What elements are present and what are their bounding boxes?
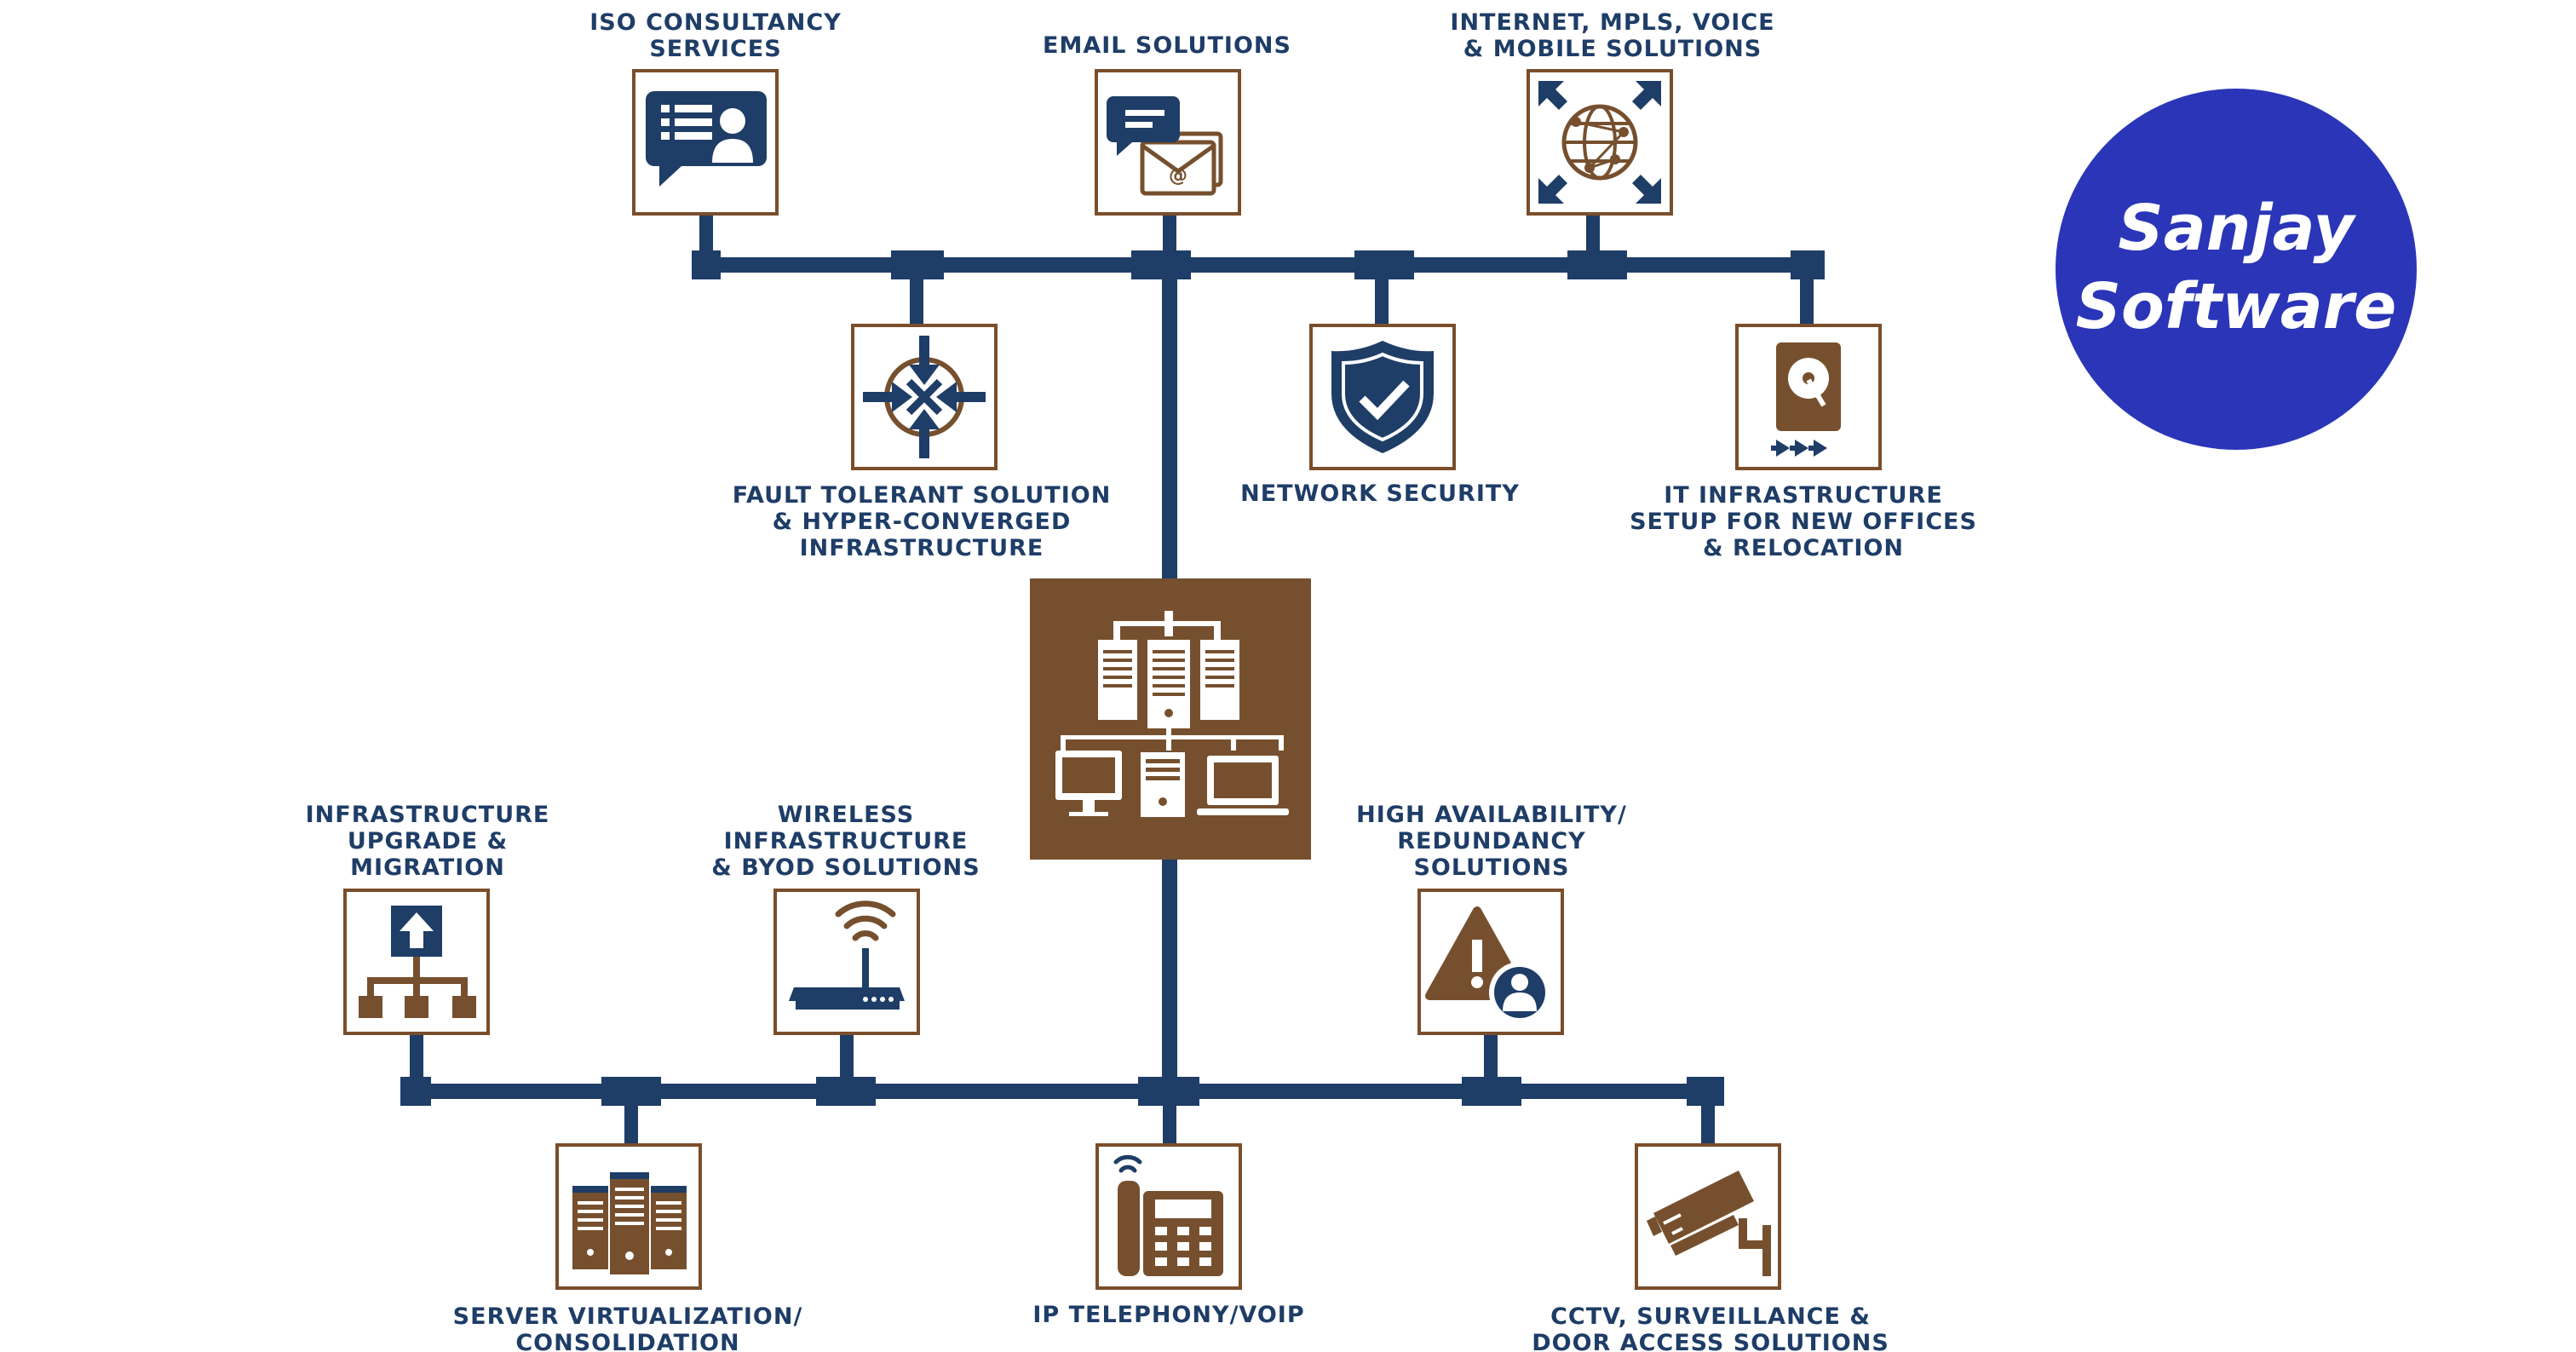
sanjay-software-logo: Sanjay Software [2056,89,2417,450]
fault-tolerant-node [851,324,998,470]
iso-consultancy-node [632,69,779,216]
network-security-label: NETWORK SECURITY [1240,480,1520,507]
it-infrastructure-label: IT INFRASTRUCTURE SETUP FOR NEW OFFICES … [1630,482,1977,561]
high-availability-node [1417,889,1564,1035]
cctv-label: CCTV, SURVEILLANCE & DOOR ACCESS SOLUTIO… [1532,1303,1889,1352]
warning-user-icon [1425,906,1550,1023]
server-virtualization-node [555,1143,702,1290]
ip-phone-icon [1113,1154,1223,1276]
shield-check-icon [1331,341,1434,453]
high-availability-label: HIGH AVAILABILITY/ REDUNDANCY SOLUTIONS [1356,802,1627,881]
ip-telephony-label: IP TELEPHONY/VOIP [1032,1302,1305,1328]
internet-mpls-label: INTERNET, MPLS, VOICE & MOBILE SOLUTIONS [1450,9,1775,62]
cctv-camera-icon [1647,1171,1771,1276]
email-chat-icon: @ [1107,96,1223,196]
id-card-chat-icon [646,91,767,187]
central-network-hub [1030,578,1311,860]
router-arrows-icon [863,336,986,458]
ip-telephony-node [1095,1143,1242,1290]
email-solutions-node: @ [1095,69,1241,216]
wireless-node [773,889,920,1035]
logo-text: Sanjay Software [2075,192,2397,343]
email-solutions-label: EMAIL SOLUTIONS [1043,32,1291,59]
infrastructure-upgrade-node [343,889,490,1035]
server-rack-icon [572,1172,687,1274]
iso-consultancy-label: ISO CONSULTANCY SERVICES [589,9,842,62]
hard-drive-icon [1771,342,1841,457]
svg-text:@: @ [1169,165,1187,187]
network-servers-icon [1055,611,1289,817]
wireless-label: WIRELESS INFRASTRUCTURE & BYOD SOLUTIONS [711,802,980,881]
it-infrastructure-node [1735,324,1882,470]
network-security-node [1309,324,1456,470]
cctv-node [1635,1143,1781,1290]
fault-tolerant-label: FAULT TOLERANT SOLUTION & HYPER-CONVERGE… [732,482,1112,561]
internet-mpls-node [1527,69,1673,216]
globe-network-icon [1538,81,1661,204]
infrastructure-upgrade-label: INFRASTRUCTURE UPGRADE & MIGRATION [305,802,550,881]
hierarchy-upgrade-icon [359,906,476,1018]
wifi-router-icon [789,900,905,1010]
server-virtualization-label: SERVER VIRTUALIZATION/ CONSOLIDATION [452,1303,803,1352]
